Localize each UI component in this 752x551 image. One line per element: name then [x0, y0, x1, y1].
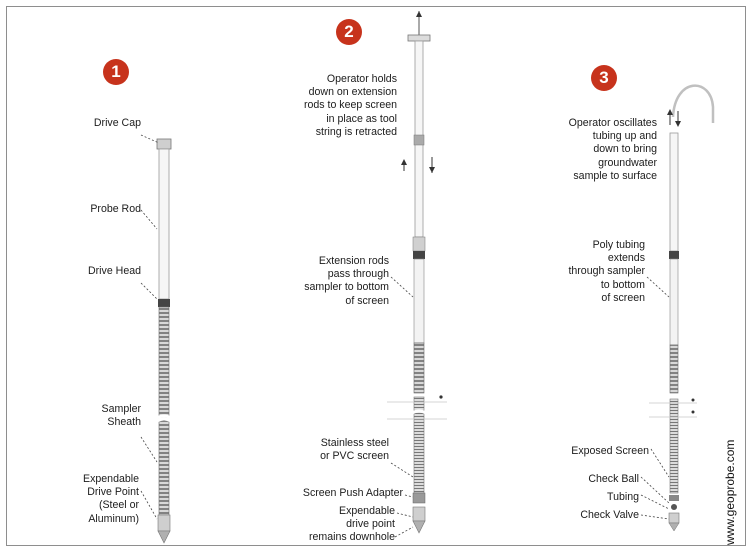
label-exposed-screen: Exposed Screen: [571, 445, 649, 457]
probe-rod: [158, 148, 170, 300]
expendable-point-2: [412, 520, 426, 534]
label-sampler-sheath: Sampler Sheath: [101, 403, 141, 429]
exposed-screen-3: [669, 398, 679, 494]
leaders-2: [390, 276, 414, 538]
check-valve: [668, 512, 680, 524]
step-3-badge: 3: [591, 65, 617, 91]
leaders-1: [140, 134, 160, 520]
step-1-badge: 1: [103, 59, 129, 85]
watermark-url: www.geoprobe.com: [723, 439, 737, 545]
screen-push-adapter: [412, 492, 426, 504]
drive-point-body: [157, 514, 171, 532]
label-tubing: Tubing: [607, 491, 639, 503]
drive-cap: [156, 138, 172, 150]
sampler-sheath: [158, 306, 170, 516]
tool-string-3: [649, 84, 715, 532]
check-ball: [671, 504, 677, 510]
sampler-illustration: [140, 11, 715, 544]
label-check-valve: Check Valve: [580, 509, 639, 521]
diagram-frame: 1 2 3 Drive Cap Probe Rod Drive Head Sam…: [6, 6, 746, 546]
drive-head: [158, 299, 170, 307]
label-expendable-point-2: Expendable drive point remains downhole: [309, 505, 395, 544]
label-drive-cap: Drive Cap: [93, 117, 141, 129]
sampler-upper: [413, 258, 425, 344]
drive-point-tip: [157, 530, 171, 544]
label-probe-rod: Probe Rod: [90, 203, 141, 215]
label-drive-head: Drive Head: [88, 265, 141, 277]
label-poly-tubing: Poly tubing extends through sampler to b…: [568, 239, 645, 304]
extension-rod-handle: [407, 34, 431, 42]
tool-string-1: [156, 138, 172, 544]
label-operator-oscillates: Operator oscillates tubing up and down t…: [568, 117, 657, 182]
label-check-ball: Check Ball: [588, 473, 639, 485]
tool-string-2: [387, 11, 447, 534]
label-extension-rods: Extension rods pass through sampler to b…: [304, 255, 389, 307]
label-screen-push-adapter: Screen Push Adapter: [302, 487, 403, 499]
leaders-3: [640, 276, 670, 520]
label-stainless-screen: Stainless steel or PVC screen: [320, 437, 389, 463]
poly-tubing-loop: [671, 84, 715, 123]
label-operator-holds: Operator holds down on extension rods to…: [303, 73, 397, 138]
step-2-badge: 2: [336, 19, 362, 45]
label-expendable-drive-point: Expendable Drive Point (Steel or Aluminu…: [83, 473, 139, 525]
